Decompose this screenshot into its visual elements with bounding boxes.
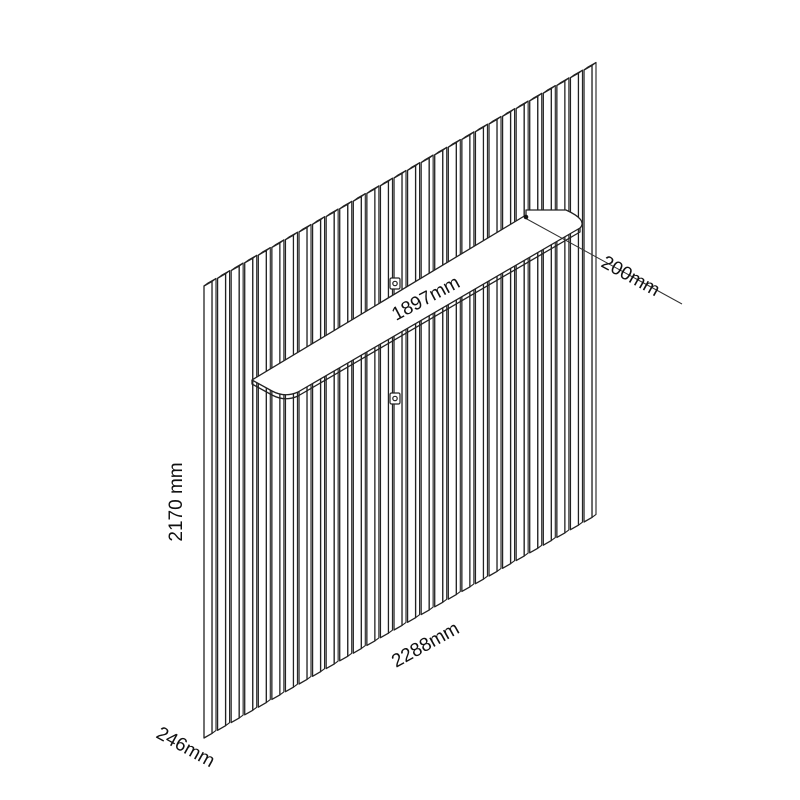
shelf-depth-leader	[523, 214, 683, 305]
slat	[298, 223, 312, 685]
slat	[339, 200, 353, 662]
slat	[501, 108, 516, 569]
slat	[325, 208, 339, 670]
panel-slats	[203, 61, 597, 739]
shelf-depth-label: 200mm	[598, 252, 664, 301]
slat	[284, 231, 298, 693]
slat	[244, 254, 258, 716]
slat	[474, 123, 488, 585]
height-label: 2170 mm	[166, 462, 187, 541]
slat	[434, 146, 448, 608]
bracket-icon	[389, 277, 401, 290]
slat	[311, 216, 326, 677]
slat	[203, 277, 217, 739]
slat	[216, 270, 231, 731]
slatted-panel	[203, 61, 597, 739]
slat	[488, 115, 502, 577]
slat	[569, 69, 583, 531]
slat	[515, 100, 529, 562]
slat	[420, 154, 434, 616]
slat	[379, 177, 393, 639]
shelf	[251, 209, 583, 400]
slat	[556, 77, 570, 539]
slat	[447, 139, 461, 600]
slat	[352, 193, 366, 654]
slat	[271, 239, 285, 701]
slat	[542, 85, 556, 546]
slat	[366, 185, 380, 647]
slat	[461, 131, 475, 593]
slat	[406, 162, 421, 623]
slat	[230, 262, 244, 724]
slat	[257, 247, 271, 708]
slat	[529, 92, 543, 554]
bracket-icon	[389, 392, 401, 405]
slat	[583, 61, 597, 523]
